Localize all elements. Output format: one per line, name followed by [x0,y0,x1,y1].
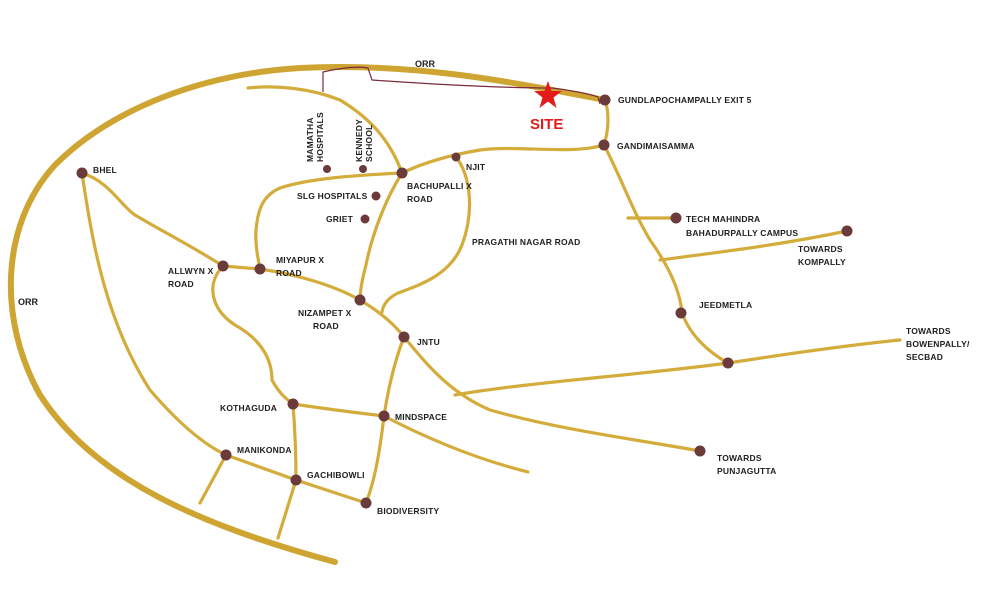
orr-top-label: ORR [415,59,436,69]
kennedy-label-2: SCHOOL [364,124,374,162]
orr-left-label: ORR [18,297,39,307]
location-dot-icon[interactable] [360,214,370,224]
griet-label: GRIET [326,214,354,224]
location-dot-icon[interactable] [287,398,299,410]
road [276,478,298,540]
road [382,414,530,474]
allwyn-label: ALLWYN X [168,266,214,276]
mindspace-label: MINDSPACE [395,412,447,422]
pragathi-label: PRAGATHI NAGAR ROAD [472,237,580,247]
road [380,155,472,314]
location-dot-icon[interactable] [220,449,232,461]
bachupalli-label: BACHUPALLI X [407,181,472,191]
road [198,453,228,505]
bachupalli-label-2: ROAD [407,194,433,204]
tech-mahindra-label-2: BAHADURPALLY CAMPUS [686,228,798,238]
road [602,143,730,365]
road [258,267,362,302]
place-markers [76,94,853,509]
road-network [80,85,902,540]
kennedy-label: KENNEDY [354,119,364,162]
bhel-label: BHEL [93,165,117,175]
nizampet-label-2: ROAD [313,321,339,331]
miyapur-label: MIYAPUR X [276,255,324,265]
road [358,171,404,302]
bowenpally-label: TOWARDS [906,326,951,336]
road [291,402,298,482]
location-dot-icon[interactable] [599,94,611,106]
site-boundary [322,66,601,105]
road [402,335,702,453]
location-dot-icon[interactable] [722,357,734,369]
punjagutta-label: TOWARDS [717,453,762,463]
road [246,85,404,175]
jeedmetla-label: JEEDMETLA [699,300,752,310]
nizampet-label: NIZAMPET X [298,308,352,318]
location-dot-icon[interactable] [670,212,682,224]
mamatha-label: MAMATHA [305,117,315,162]
kompally-label-2: KOMPALLY [798,257,846,267]
road [658,229,849,262]
road [453,361,730,397]
road [221,264,262,271]
location-dot-icon[interactable] [598,139,610,151]
jntu-label: JNTU [417,337,440,347]
kompally-label: TOWARDS [798,244,843,254]
road [80,171,225,268]
road [224,453,298,482]
road [254,171,404,271]
kothaguda-label: KOTHAGUDA [220,403,277,413]
location-dot-icon[interactable] [290,474,302,486]
location-dot-icon[interactable] [675,307,687,319]
allwyn-label-2: ROAD [168,279,194,289]
location-dot-icon[interactable] [323,165,331,173]
site-label: SITE [530,116,563,133]
manikonda-label: MANIKONDA [237,445,292,455]
gundlapochampally-label: GUNDLAPOCHAMPALLY EXIT 5 [618,95,752,105]
location-dot-icon[interactable] [76,167,88,179]
location-dot-icon[interactable] [396,167,408,179]
mamatha-label-2: HOSPITALS [315,112,325,162]
slg-label: SLG HOSPITALS [297,191,368,201]
road [294,478,368,505]
gachibowli-label: GACHIBOWLI [307,470,365,480]
punjagutta-label-2: PUNJAGUTTA [717,466,776,476]
star-icon[interactable] [534,81,562,108]
location-dot-icon[interactable] [371,191,381,201]
location-dot-icon[interactable] [694,445,706,457]
njit-label: NJIT [466,162,486,172]
tech-mahindra-label: TECH MAHINDRA [686,214,760,224]
road [80,171,228,457]
location-dot-icon[interactable] [451,152,461,162]
miyapur-label-2: ROAD [276,268,302,278]
bowenpally-label-3: SECBAD [906,352,943,362]
road [726,338,902,365]
road [602,98,610,147]
road [291,402,386,418]
road [400,143,606,175]
location-dot-icon[interactable] [398,331,410,343]
location-dot-icon[interactable] [359,165,367,173]
location-dot-icon[interactable] [217,260,229,272]
location-dot-icon[interactable] [354,294,366,306]
road [358,298,406,339]
orr-road [7,63,608,565]
road [211,264,295,406]
bowenpally-label-2: BOWENPALLY/ [906,339,970,349]
location-dot-icon[interactable] [378,410,390,422]
location-dot-icon[interactable] [841,225,853,237]
biodiversity-label: BIODIVERSITY [377,506,440,516]
location-dot-icon[interactable] [254,263,266,275]
location-dot-icon[interactable] [360,497,372,509]
gandimaisamma-label: GANDIMAISAMMA [617,141,695,151]
map-labels: ORR ORR SITE GUNDLAPOCHAMPALLY EXIT 5 GA… [18,59,970,516]
